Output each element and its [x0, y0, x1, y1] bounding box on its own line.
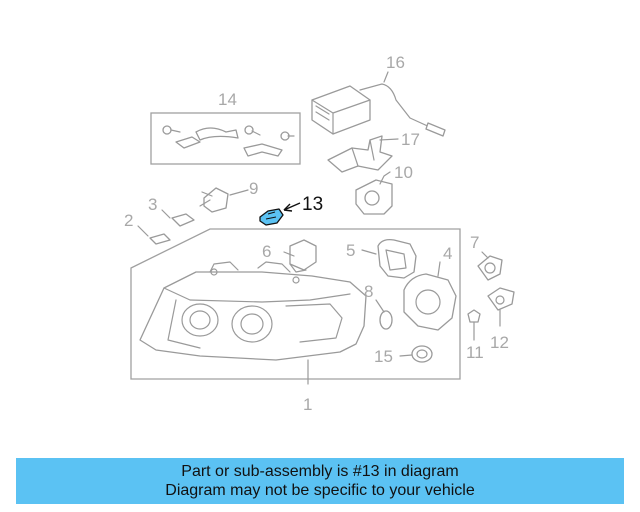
part-11-small-bulb[interactable]: [467, 309, 481, 341]
callout-14: 14: [218, 90, 237, 109]
parts-diagram: 16 14 17 10 9 13 3 2 6 5 4 7 8 12 11 15 …: [124, 53, 515, 414]
callout-3: 3: [148, 195, 157, 214]
part-9-bulb[interactable]: [199, 187, 249, 213]
callout-1: 1: [303, 395, 312, 414]
callout-7: 7: [470, 233, 479, 252]
part-12-small-bulb[interactable]: [487, 287, 515, 327]
callout-10: 10: [394, 163, 413, 182]
callout-2: 2: [124, 211, 133, 230]
part-8-ring[interactable]: [375, 299, 393, 330]
part-4-cap[interactable]: [403, 261, 457, 331]
headlamp-assembly-box: [130, 228, 461, 380]
callout-6: 6: [262, 242, 271, 261]
callout-5: 5: [346, 241, 355, 260]
part-6-bulb-socket[interactable]: [283, 239, 317, 273]
part-15-cap[interactable]: [399, 345, 433, 363]
part-2-clip[interactable]: [137, 225, 171, 245]
banner-line-1: Part or sub-assembly is #13 in diagram: [181, 463, 459, 480]
part-5-cover[interactable]: [361, 238, 417, 279]
callout-8: 8: [364, 282, 373, 301]
callout-13: 13: [302, 194, 323, 215]
part-10-igniter[interactable]: [355, 171, 393, 215]
sub-assembly-14-box: [150, 112, 301, 165]
part-13-highlighted[interactable]: [259, 202, 301, 226]
banner-line-2: Diagram may not be specific to your vehi…: [165, 482, 475, 499]
callout-9: 9: [249, 179, 258, 198]
callout-11: 11: [466, 343, 484, 362]
info-banner: Part or sub-assembly is #13 in diagram D…: [16, 458, 624, 504]
callout-12: 12: [490, 333, 509, 352]
callout-17: 17: [401, 130, 420, 149]
part-16-control-module[interactable]: [311, 71, 446, 137]
part-14-hardware-kit[interactable]: [162, 125, 295, 157]
callout-16: 16: [386, 53, 405, 72]
part-17-bracket[interactable]: [327, 135, 399, 173]
part-3-clip[interactable]: [161, 209, 195, 227]
callout-4: 4: [443, 244, 452, 263]
part-1-headlamp-housing[interactable]: [139, 261, 367, 385]
callout-15: 15: [374, 347, 393, 366]
part-7-bulb[interactable]: [477, 251, 503, 281]
